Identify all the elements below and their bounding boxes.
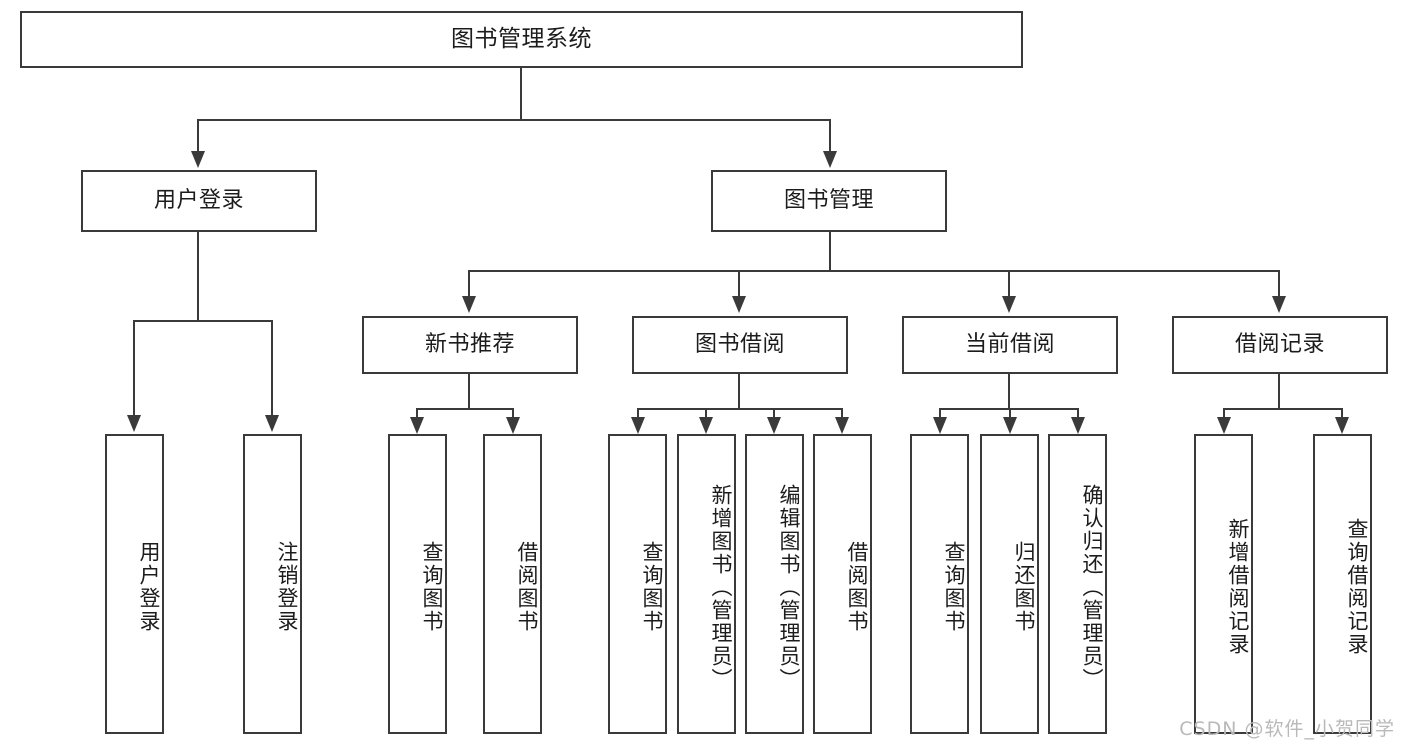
connector-book-borrow-bar (637, 408, 842, 411)
arrow-to-leaf-query-book-1 (409, 417, 424, 434)
node-book-manage[interactable]: 图书管理 (711, 170, 947, 232)
leaf-edit-book[interactable]: 编辑图书（管理员） (745, 434, 804, 734)
arrow-to-book-borrow (731, 296, 746, 313)
connector-to-current-borrow (1008, 270, 1011, 296)
arrow-to-leaf-user-login (126, 415, 141, 432)
arrow-to-leaf-add-record (1216, 417, 1231, 434)
arrow-to-leaf-logout (264, 415, 279, 432)
connector-book-borrow-c4 (841, 408, 844, 417)
arrow-to-leaf-return-book (1002, 417, 1017, 434)
arrow-to-leaf-query-book-2 (630, 417, 645, 434)
arrow-to-current-borrow (1001, 296, 1016, 313)
arrow-to-leaf-borrow-book-1 (505, 417, 520, 434)
connector-book-borrow-c1 (637, 408, 640, 417)
node-book-borrow[interactable]: 图书借阅 (632, 316, 848, 374)
connector-user-login-stem (197, 232, 200, 320)
node-new-book-recommend[interactable]: 新书推荐 (362, 316, 578, 374)
connector-current-borrow-c2 (1009, 408, 1012, 417)
connector-book-manage-bar (468, 270, 1280, 273)
leaf-confirm-return[interactable]: 确认归还（管理员） (1048, 434, 1107, 734)
arrow-to-borrow-record (1271, 296, 1286, 313)
leaf-logout[interactable]: 注销登录 (243, 434, 302, 734)
connector-root-to-book-manage (829, 119, 832, 151)
connector-book-borrow-stem (738, 374, 741, 408)
connector-book-manage-stem (829, 232, 832, 270)
arrow-to-leaf-query-record (1334, 417, 1349, 434)
connector-borrow-record-right (1341, 408, 1344, 417)
connector-to-new-book-recommend (468, 270, 471, 296)
connector-book-borrow-c3 (773, 408, 776, 417)
leaf-user-login[interactable]: 用户登录 (105, 434, 164, 734)
leaf-borrow-book-1[interactable]: 借阅图书 (483, 434, 542, 734)
connector-root-to-user-login (197, 119, 200, 151)
connector-current-borrow-c3 (1077, 408, 1080, 417)
connector-user-login-bar (133, 320, 273, 323)
leaf-borrow-book-2[interactable]: 借阅图书 (813, 434, 872, 734)
connector-user-login-right (271, 320, 274, 415)
connector-to-book-borrow (738, 270, 741, 296)
connector-new-book-left (416, 408, 419, 417)
leaf-query-record[interactable]: 查询借阅记录 (1313, 434, 1372, 734)
connector-root-stem (520, 68, 523, 119)
leaf-query-book-3[interactable]: 查询图书 (910, 434, 969, 734)
csdn-watermark: CSDN @软件_小贺同学 (1179, 718, 1395, 740)
arrow-to-book-manage (822, 151, 837, 168)
node-user-login[interactable]: 用户登录 (81, 170, 317, 232)
connector-new-book-bar (416, 408, 514, 411)
arrow-to-leaf-edit-book (766, 417, 781, 434)
arrow-to-leaf-query-book-3 (932, 417, 947, 434)
node-root-book-management-system[interactable]: 图书管理系统 (20, 11, 1023, 68)
node-current-borrow[interactable]: 当前借阅 (902, 316, 1118, 374)
arrow-to-new-book-recommend (461, 296, 476, 313)
connector-current-borrow-c1 (939, 408, 942, 417)
connector-book-borrow-c2 (705, 408, 708, 417)
connector-borrow-record-left (1223, 408, 1226, 417)
connector-to-borrow-record (1278, 270, 1281, 296)
leaf-return-book[interactable]: 归还图书 (980, 434, 1039, 734)
arrow-to-leaf-add-book (698, 417, 713, 434)
connector-borrow-record-stem (1278, 374, 1281, 408)
connector-current-borrow-stem (1008, 374, 1011, 408)
arrow-to-leaf-confirm-return (1070, 417, 1085, 434)
connector-new-book-right (512, 408, 515, 417)
leaf-query-book-2[interactable]: 查询图书 (608, 434, 667, 734)
node-borrow-record[interactable]: 借阅记录 (1172, 316, 1388, 374)
leaf-add-record[interactable]: 新增借阅记录 (1194, 434, 1253, 734)
arrow-to-leaf-borrow-book-2 (834, 417, 849, 434)
connector-new-book-stem (468, 374, 471, 408)
leaf-query-book-1[interactable]: 查询图书 (388, 434, 447, 734)
leaf-add-book[interactable]: 新增图书（管理员） (677, 434, 736, 734)
connector-borrow-record-bar (1223, 408, 1343, 411)
connector-root-bar (197, 119, 831, 122)
arrow-to-user-login (190, 151, 205, 168)
connector-user-login-left (133, 320, 136, 415)
